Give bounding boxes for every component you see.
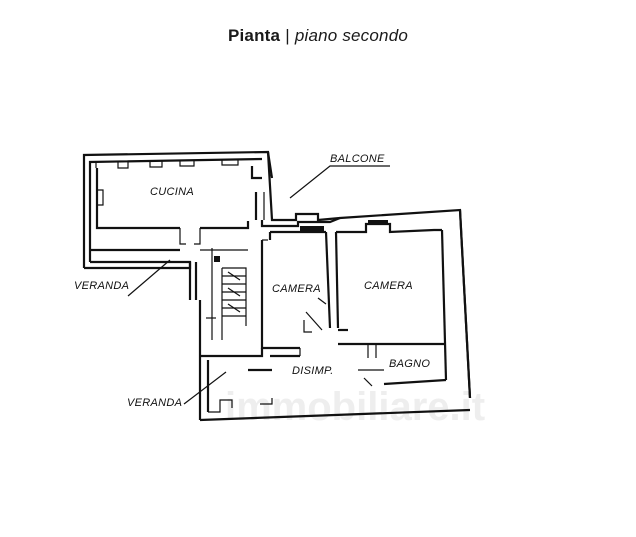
label-bagno: BAGNO (389, 358, 430, 370)
label-cucina: CUCINA (150, 186, 194, 198)
label-veranda-1: VERANDA (74, 280, 129, 292)
label-camera-2: CAMERA (364, 280, 413, 292)
title-separator: | (285, 26, 290, 45)
walls-right-block (198, 208, 472, 422)
walls-balcone (263, 151, 341, 222)
leader-lines (127, 165, 390, 405)
staircase (211, 248, 247, 340)
walls-left-block (82, 150, 274, 300)
title-main: Pianta (227, 26, 281, 45)
title-floor: piano secondo (294, 26, 409, 45)
label-camera-1: CAMERA (272, 283, 321, 295)
label-balcone: BALCONE (330, 153, 385, 165)
watermark: immobiliare.it (225, 385, 485, 429)
plan-title: Pianta|piano secondo (0, 26, 636, 46)
label-veranda-2: VERANDA (127, 397, 182, 409)
label-disimpegno: DISIMP. (292, 365, 334, 377)
